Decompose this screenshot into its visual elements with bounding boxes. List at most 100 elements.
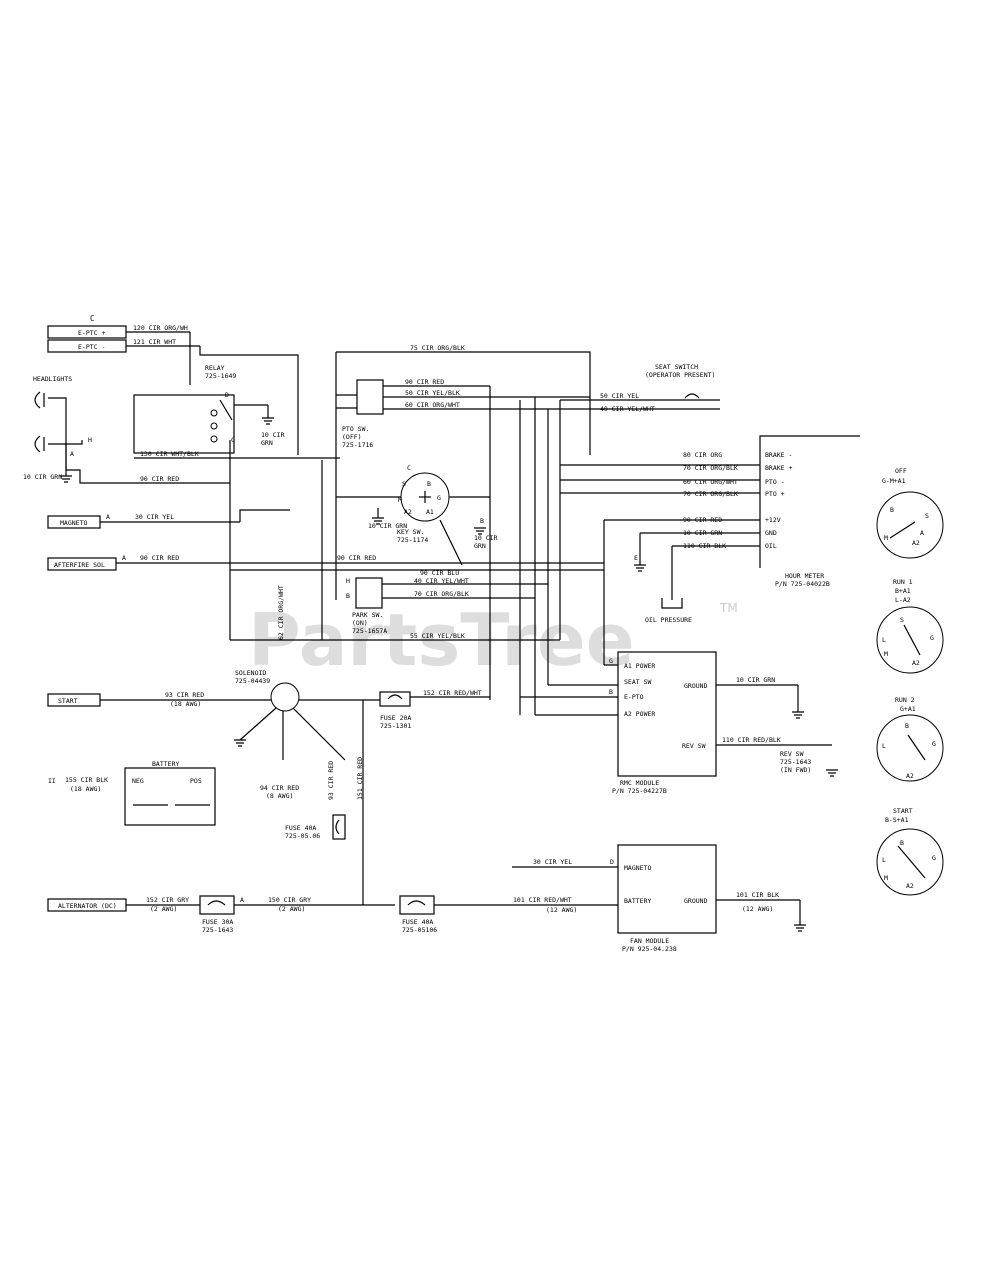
park-letter-b: B [346,592,350,600]
eptc-minus-label: E-PTC - [78,343,105,351]
solenoid-wire-a: 93 CIR RED [327,761,335,800]
fuse-20a-label: FUSE 20A [380,714,411,722]
state-run2-pin-l: L [882,742,886,750]
battery-box [124,767,216,826]
rmc-part: P/N 725-04227B [612,787,667,795]
solenoid-wire-b: 94 CIR RED [260,784,299,792]
solenoid-label: SOLENOID [235,669,266,677]
top-bus-wire: 75 CIR ORG/BLK [410,344,465,352]
battery-neg: NEG [132,777,144,785]
park-wire-c: 55 CIR YEL/BLK [410,632,465,640]
ground-icon [60,475,72,483]
alternator: ALTERNATOR (DC) 152 CIR GRY (2 AWG) FUSE… [47,895,618,934]
hm-wire-5: 90 CIR RED [683,516,722,524]
state-run1-pin-m: M [884,650,888,658]
watermark-text: PartsTree [248,598,635,682]
key-pin-a1: A1 [426,508,434,516]
start-box [47,693,101,707]
park-wire-a: 40 CIR YEL/WHT [414,577,469,585]
afterfire-pin-a: A [122,554,126,562]
state-run1-circle [876,606,944,674]
pto-wire-b: 50 CIR YEL/BLK [405,389,460,397]
switch-state-run2: RUN 2 G+A1 B L G A2 [876,696,944,782]
rmc-pin-gnd: GROUND [684,682,708,690]
hm-label: HOUR METER [785,572,824,580]
state-off-pin-b: B [890,506,894,514]
state-start-pin-m: M [884,874,888,882]
magneto: MAGNETO A 30 CIR YEL [47,509,290,529]
watermark-tm: TM [719,601,738,615]
fuse-40b-label: FUSE 40A [402,918,433,926]
magneto-label: MAGNETO [60,519,87,527]
rmc-pin-rev: REV SW [682,742,706,750]
fuse-20a-icon [387,694,403,700]
state-off-pin-s: S [925,512,929,520]
relay-pin-d: D [225,391,229,399]
state-start-pin-l: L [882,856,886,864]
state-run2-title: RUN 2 [895,696,915,704]
alt-letter-a: A [240,896,244,904]
state-start-combo: B-S+A1 [885,816,909,824]
battery-gauge: (18 AWG) [70,785,101,793]
solenoid-wire-b-gauge: (8 AWG) [266,792,293,800]
switch-state-run1: RUN 1 B+A1 L-A2 S L G M A2 [876,578,944,674]
relay-pin-c: C [231,436,235,444]
rmc-pin-4: A2 POWER [624,710,655,718]
pto-wire-a: 90 CIR RED [405,378,444,386]
park-wire-b: 70 CIR ORG/BLK [414,590,469,598]
relay-gnd-label: 10 CIR [261,431,285,439]
pto-switch: 90 CIR RED 50 CIR YEL/BLK 60 CIR ORG/WHT… [336,378,700,449]
fan-letter-d: D [610,858,614,866]
hm-wire-3: 60 CIR ORG/WHT [683,478,738,486]
relay-label: RELAY [205,364,225,372]
fuse-40b-part: 725-05106 [402,926,437,934]
park-part: 725-1657A [352,627,387,635]
key-blue-wire: 90 CIR BLU [420,569,459,577]
switch-state-off: OFF G-M+A1 B S M A2 A [876,467,944,559]
ground-icon [372,517,384,525]
pto-wire-c: 60 CIR ORG/WHT [405,401,460,409]
key-b-gnd: 10 CIR [474,534,498,542]
seat-switch-label: SEAT SWITCH [655,363,698,371]
state-run2-pin-a2: A2 [906,772,914,780]
state-start-pin-g: G [932,854,936,862]
seat-switch: SEAT SWITCH (OPERATOR PRESENT) 50 CIR YE… [560,363,720,413]
fuse-20a-part: 725-1301 [380,722,411,730]
rmc-module-box [617,651,717,777]
rmc-letter-b: B [609,688,613,696]
fuse-40b-box [399,895,435,915]
eptc-connector: C E-PTC + E-PTC - 120 CIR ORG/WH 121 CIR… [47,314,299,385]
state-run2-combo: G+A1 [900,705,916,713]
key-letter-c: C [407,464,411,472]
pto-switch-box [356,379,384,415]
rmc-pin-1: A1 POWER [624,662,655,670]
alternator-gauge: (2 AWG) [150,905,177,913]
state-run2-circle [876,714,944,782]
key-letter-b: B [480,517,484,525]
battery-letter-ii: II [48,777,56,785]
afterfire-solenoid: AFTERFIRE SOL A 90 CIR RED 90 CIR RED 90… [47,554,604,577]
oil-pressure: OIL PRESSURE [645,598,692,624]
rmc-label: RMC MODULE [620,779,659,787]
ground-icon [262,417,274,425]
fuse-40a-icon [335,819,340,835]
alternator-gauge2: (2 AWG) [278,905,305,913]
state-off-circle [876,491,944,559]
headlight-2-icon [34,435,45,453]
park-label: PARK SW. [352,611,383,619]
fuse-30a-part: 725-1643 [202,926,233,934]
pto-label: PTO SW. [342,425,369,433]
state-run1-pin-a2: A2 [912,659,920,667]
ground-icon [792,711,804,719]
fuse-30a-box [199,895,235,915]
key-pin-s: S [402,480,406,488]
hm-wire-4: 70 CIR ORG/BLK [683,490,738,498]
relay-part: 725-1649 [205,372,236,380]
rmc-pin-3: E-PTO [624,693,644,701]
wire-eptc1-label: 120 CIR ORG/WH [133,324,188,332]
fan-part: P/N 925-04.238 [622,945,677,953]
fuse-40a-part: 725-05.06 [285,832,320,840]
rmc-rev-wire: 110 CIR RED/BLK [722,736,781,744]
rev-sw-part: 725-1643 [780,758,811,766]
